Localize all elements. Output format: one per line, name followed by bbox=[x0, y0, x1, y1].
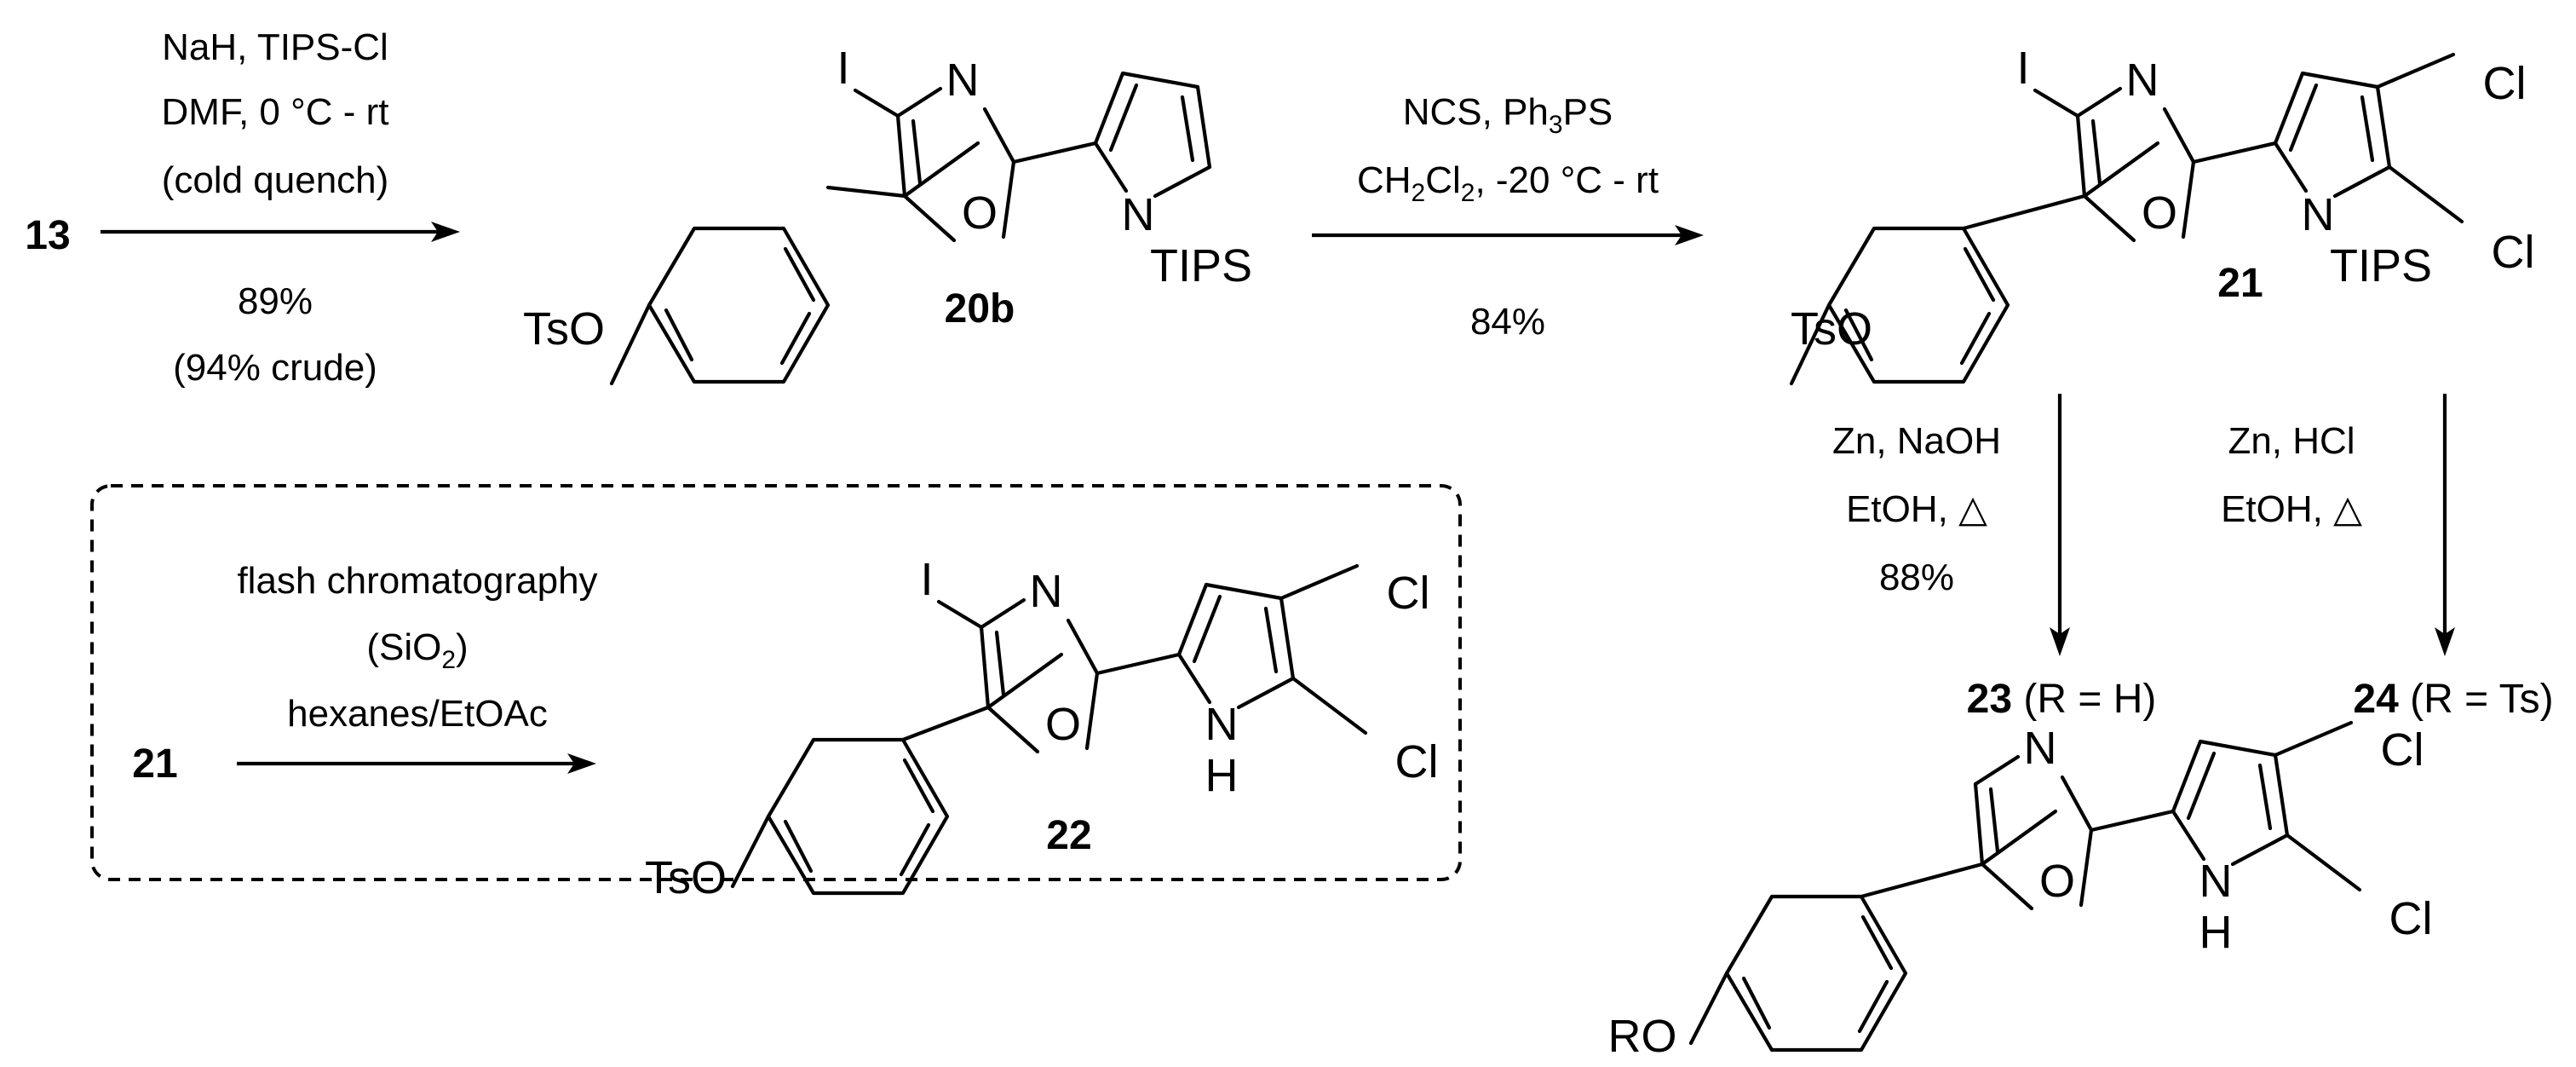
chloro-atom-23-b: Cl bbox=[2389, 893, 2433, 944]
oxazole-o-atom-21: O bbox=[2142, 187, 2177, 239]
box-conditions: flash chromatography (SiO2) hexanes/EtOA… bbox=[237, 560, 597, 735]
reaction-arrow-box-head bbox=[567, 753, 596, 774]
chloro-atom-22-a: Cl bbox=[1387, 568, 1430, 619]
compound-20b-structure: TsO I N O N TIPS bbox=[523, 43, 1252, 386]
compound-23-24-structure: RO N O N H Cl Cl bbox=[1608, 720, 2433, 1062]
step3a-yield: 88% bbox=[1879, 557, 1954, 598]
step1-line3: (cold quench) bbox=[162, 159, 389, 201]
step3a-conditions: Zn, NaOH EtOH, △ 88% bbox=[1832, 420, 2001, 598]
step3b-line1: Zn, HCl bbox=[2228, 420, 2355, 462]
step2-conditions: NCS, Ph3PS CH2Cl2, -20 °C - rt 84% bbox=[1357, 91, 1659, 343]
step3b-line2: EtOH, △ bbox=[2221, 488, 2362, 530]
pyrrole-n-atom-21: N bbox=[2302, 189, 2335, 240]
pyrrole-nh-h-atom-23: H bbox=[2199, 907, 2233, 958]
oxazole-o-atom: O bbox=[962, 187, 998, 239]
pyrrole-n-atom: N bbox=[1122, 189, 1155, 240]
compound-21-label: 21 bbox=[2217, 261, 2263, 306]
step1-yield: 89% bbox=[238, 280, 313, 322]
chloro-atom-21-a: Cl bbox=[2483, 58, 2527, 109]
chloro-atom-21-b: Cl bbox=[2492, 227, 2535, 278]
compound-21-structure: TsO TsO I N O N TIPS Cl Cl bbox=[1789, 43, 2535, 386]
step1-conditions: NaH, TIPS-Cl DMF, 0 °C - rt (cold quench… bbox=[162, 26, 389, 389]
tso-group-21-label: TsO bbox=[1791, 303, 1872, 355]
tso-group-22: TsO bbox=[645, 852, 727, 903]
pyrrole-nh-h-atom-22: H bbox=[1205, 750, 1239, 801]
compound-20b-label: 20b bbox=[945, 286, 1015, 332]
step1-line1: NaH, TIPS-Cl bbox=[162, 26, 388, 68]
compound-22-label: 22 bbox=[1046, 813, 1091, 858]
oxazole-n-atom-23: N bbox=[2024, 723, 2057, 774]
iodo-atom: I bbox=[837, 43, 849, 94]
pyrrole-nh-n-atom-23: N bbox=[2199, 856, 2233, 907]
compound-24-label: 24 (R = Ts) bbox=[2353, 677, 2553, 722]
ro-group: RO bbox=[1608, 1011, 1677, 1062]
chloro-atom-22-b: Cl bbox=[1395, 736, 1439, 787]
compound-21-box-label: 21 bbox=[132, 741, 177, 787]
iodo-atom-21: I bbox=[2016, 43, 2029, 94]
step2-reagents: NCS, Ph3PS bbox=[1403, 91, 1613, 139]
reaction-arrow-1-head bbox=[431, 222, 460, 242]
step2-yield: 84% bbox=[1470, 301, 1545, 343]
box-line3: hexanes/EtOAc bbox=[287, 693, 548, 735]
oxazole-n-atom-21: N bbox=[2126, 55, 2159, 106]
step2-solvent: CH2Cl2, -20 °C - rt bbox=[1357, 159, 1659, 207]
reaction-arrow-3a-head bbox=[2050, 627, 2070, 656]
oxazole-n-atom: N bbox=[946, 55, 980, 106]
box-line1: flash chromatography bbox=[237, 560, 597, 602]
pyrrole-nh-n-atom-22: N bbox=[1205, 699, 1239, 750]
step3a-line2: EtOH, △ bbox=[1846, 488, 1987, 530]
step3b-conditions: Zn, HCl EtOH, △ bbox=[2221, 420, 2362, 530]
reaction-arrow-2-head bbox=[1675, 225, 1704, 245]
reaction-arrow-3b-head bbox=[2435, 627, 2455, 656]
tso-group: TsO bbox=[523, 303, 605, 355]
side-reaction-box bbox=[90, 484, 1462, 881]
step1-line2: DMF, 0 °C - rt bbox=[162, 91, 389, 133]
tips-group-21: TIPS bbox=[2330, 240, 2432, 291]
oxazole-n-atom-22: N bbox=[1030, 566, 1063, 617]
compound-13-label: 13 bbox=[25, 213, 70, 258]
box-line2: (SiO2) bbox=[366, 626, 468, 674]
step3a-line1: Zn, NaOH bbox=[1832, 420, 2001, 462]
iodo-atom-22: I bbox=[920, 554, 933, 605]
tips-group: TIPS bbox=[1150, 240, 1252, 291]
compound-23-label: 23 (R = H) bbox=[1967, 677, 2157, 722]
chloro-atom-23-a: Cl bbox=[2381, 724, 2424, 776]
oxazole-o-atom-23: O bbox=[2039, 856, 2075, 907]
step1-crude: (94% crude) bbox=[173, 347, 377, 389]
oxazole-o-atom-22: O bbox=[1045, 699, 1081, 750]
compound-22-structure: TsO I N O N H Cl Cl bbox=[645, 554, 1439, 903]
